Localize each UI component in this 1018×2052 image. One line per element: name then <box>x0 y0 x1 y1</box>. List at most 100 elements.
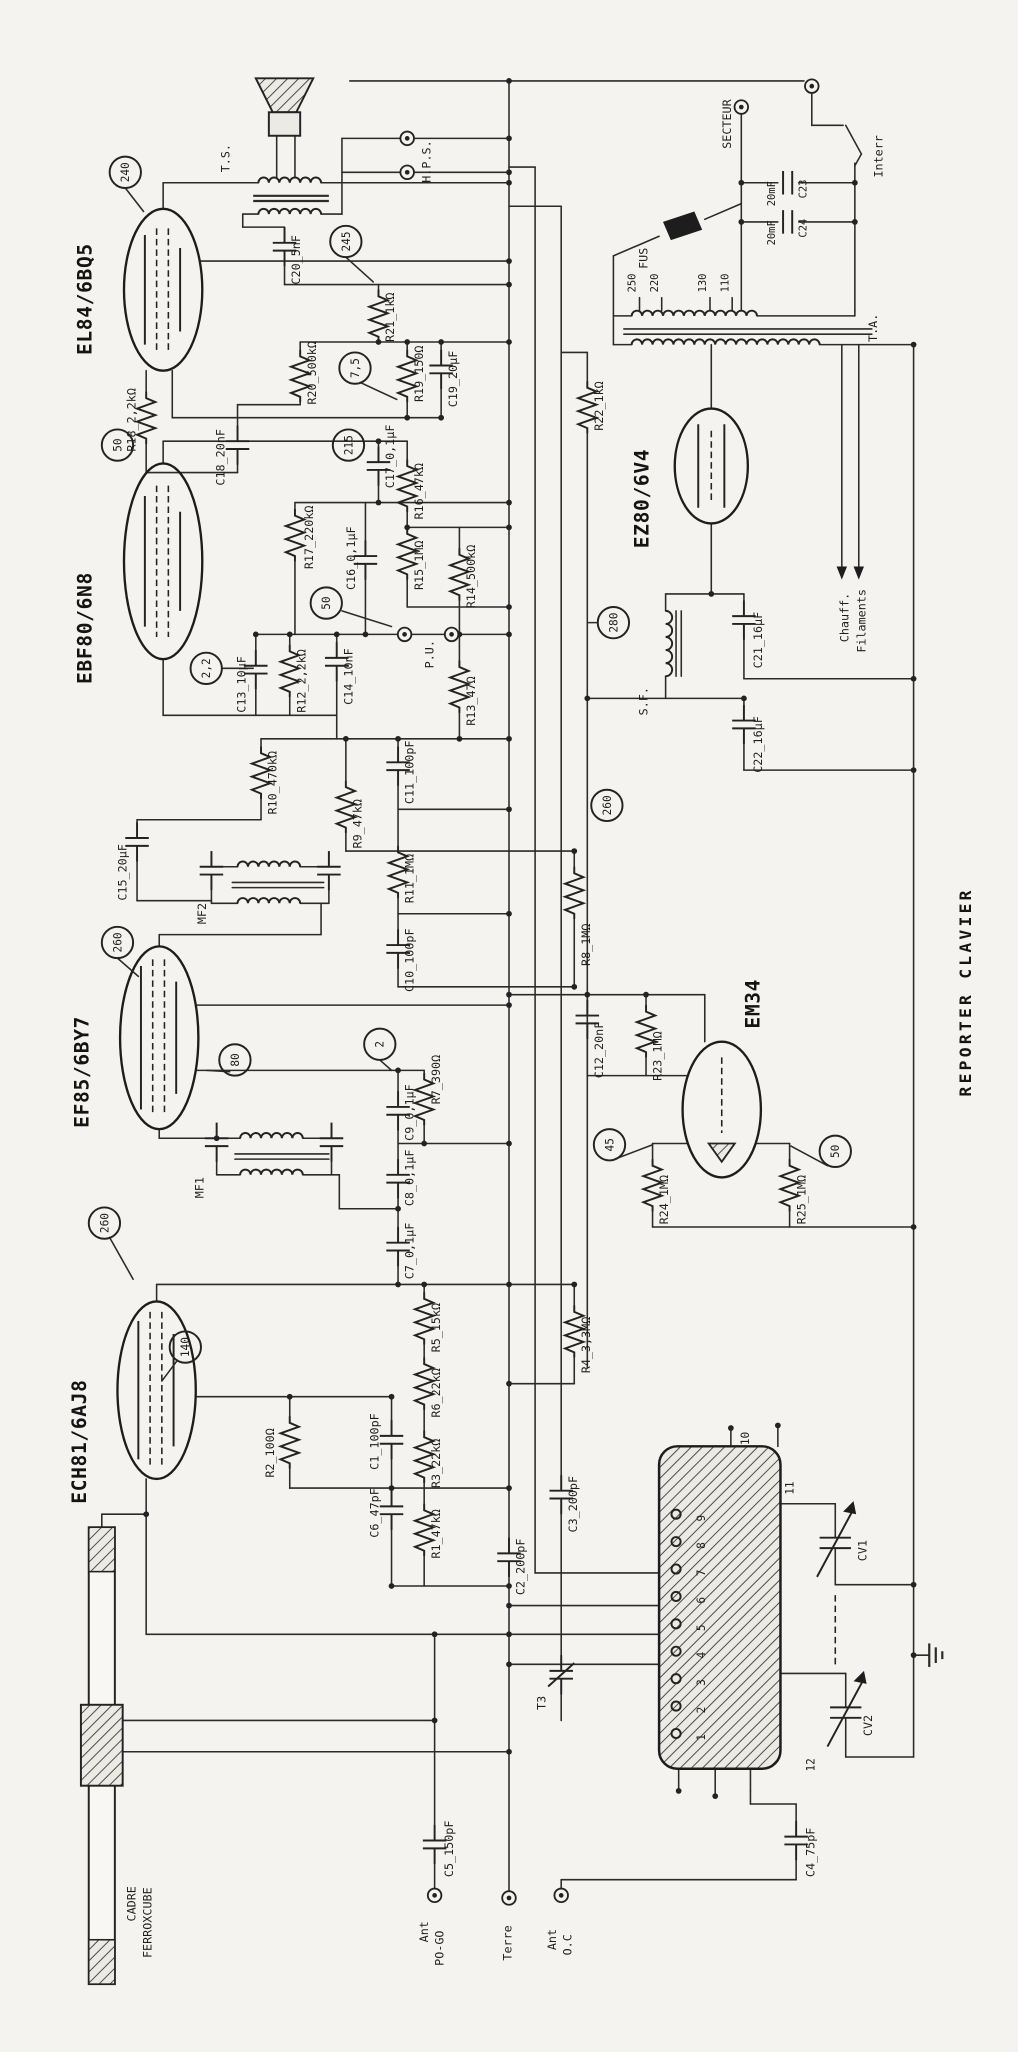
label-r10: R10_470kΩ <box>266 751 280 815</box>
label-c4: C4_75pF <box>803 1828 817 1877</box>
label-sf: S.F. <box>636 687 650 715</box>
svg-text:2: 2 <box>374 1041 387 1048</box>
label-ant-po-2: PO-GO <box>433 1931 447 1966</box>
contact-1: 1 <box>695 1734 708 1741</box>
label-r16: R16_47kΩ <box>412 463 426 520</box>
label-c23-value: 20mF <box>766 181 778 206</box>
speaker <box>254 77 315 137</box>
label-mf1: MF1 <box>193 1177 207 1198</box>
contact-12: 12 <box>804 1758 817 1771</box>
pu-terminal-2[interactable] <box>443 626 460 643</box>
label-c6: C6_47pF <box>367 1488 381 1537</box>
contact-2: 2 <box>695 1707 708 1714</box>
ant-oc-terminal[interactable] <box>553 1887 569 1904</box>
label-r15: R15_1MΩ <box>412 541 426 590</box>
contact-11: 11 <box>784 1481 797 1494</box>
cv1-variable-capacitor[interactable] <box>816 1501 857 1578</box>
label-r20: R20_500kΩ <box>305 341 319 405</box>
label-r25: R25_1MΩ <box>794 1175 808 1224</box>
tube-label-ef85: EF85/6BY7 <box>71 1016 94 1128</box>
label-r18: R18_2,2kΩ <box>125 388 139 452</box>
label-cv2: CV2 <box>861 1715 875 1736</box>
voltage-260a: 260 <box>590 788 624 823</box>
label-cadre-1: CADRE <box>125 1886 139 1921</box>
voltage-260b: 260 <box>100 925 135 960</box>
label-r2: R2_100Ω <box>263 1428 277 1477</box>
c23-capacitor <box>782 171 794 195</box>
voltage-2-2: 2,2 <box>189 651 223 685</box>
label-r23: R23_1MΩ <box>651 1031 665 1080</box>
ant-po-go-terminal[interactable] <box>426 1887 443 1904</box>
tube-label-el84: EL84/6BQ5 <box>73 243 96 355</box>
voltage-80: 80 <box>218 1043 252 1077</box>
t3-trimmer[interactable] <box>547 1654 575 1696</box>
c24-capacitor <box>782 210 794 234</box>
voltage-215: 215 <box>331 428 366 462</box>
label-r5: R5_15kΩ <box>429 1303 443 1352</box>
contact-9: 9 <box>695 1515 708 1522</box>
label-terre: Terre <box>501 1925 515 1960</box>
hps-terminal-1[interactable] <box>399 130 415 147</box>
label-r12: R12_2,2kΩ <box>294 649 308 713</box>
label-c8: C8_0,1µF <box>403 1150 417 1207</box>
svg-text:245: 245 <box>340 231 353 251</box>
label-ta: T.A. <box>866 314 880 342</box>
label-c23: C23 <box>798 180 810 199</box>
voltage-50b: 50 <box>309 586 343 620</box>
label-c5: C5_150pF <box>442 1821 456 1878</box>
svg-text:140: 140 <box>179 1337 192 1357</box>
contact-10: 10 <box>739 1432 752 1445</box>
ferrite-rod-antenna <box>79 1526 124 1986</box>
tube-label-ebf80: EBF80/6N8 <box>73 572 96 684</box>
label-c2: C2_200pF <box>514 1539 528 1596</box>
label-ant-oc-2: O.C <box>561 1934 575 1955</box>
label-ant-oc-1: Ant <box>545 1929 559 1950</box>
svg-text:7,5: 7,5 <box>349 358 362 378</box>
svg-text:2,2: 2,2 <box>200 658 213 678</box>
svg-text:240: 240 <box>119 162 132 182</box>
label-c12: C12_20nF <box>592 1022 606 1079</box>
terre-terminal[interactable] <box>501 1890 517 1906</box>
label-c22: C22_16µF <box>751 716 765 773</box>
label-filaments: Filaments <box>854 589 868 653</box>
secteur-terminal-1[interactable] <box>733 99 750 115</box>
label-r17: R17_220kΩ <box>302 506 316 570</box>
secteur-terminal-2[interactable] <box>804 78 820 94</box>
tube-em34 <box>681 1040 763 1179</box>
pu-terminal-1[interactable] <box>396 626 413 643</box>
contact-7: 7 <box>695 1570 708 1577</box>
voltage-240: 240 <box>108 155 142 189</box>
hps-terminal-2[interactable] <box>399 164 415 181</box>
contact-4: 4 <box>695 1652 708 1659</box>
output-transformer <box>253 176 329 216</box>
fuse <box>663 211 703 241</box>
label-c11: C11_100pF <box>403 740 417 804</box>
keyboard-switch[interactable] <box>657 1445 782 1770</box>
label-c10: C10_100pF <box>403 928 417 992</box>
svg-text:50: 50 <box>320 596 333 609</box>
svg-text:280: 280 <box>607 613 620 633</box>
cv2-variable-capacitor[interactable] <box>826 1670 867 1748</box>
label-c16: C16_0,1µF <box>344 526 358 590</box>
contact-3: 3 <box>695 1679 708 1686</box>
label-c7: C7_0,1µF <box>403 1223 417 1280</box>
label-r4: R4_3,3MΩ <box>579 1317 593 1374</box>
svg-text:50: 50 <box>829 1145 842 1158</box>
label-chauff: Chauff. <box>837 593 851 642</box>
label-cadre-2: FERROXCUBE <box>140 1887 154 1958</box>
label-c1: C1_100pF <box>367 1413 381 1470</box>
tube-label-em34: EM34 <box>742 979 765 1029</box>
label-c15: C15_20µF <box>116 844 130 901</box>
label-r8: R8_1MΩ <box>579 924 593 966</box>
contact-6: 6 <box>695 1597 708 1604</box>
svg-text:260: 260 <box>601 795 614 815</box>
contact-8: 8 <box>695 1542 708 1549</box>
label-ant-po-1: Ant <box>417 1921 431 1942</box>
svg-text:215: 215 <box>342 435 355 455</box>
label-r3: R3_22kΩ <box>429 1439 443 1488</box>
contact-5: 5 <box>695 1624 708 1631</box>
label-r14: R14_500kΩ <box>464 545 478 609</box>
components-layer <box>79 77 944 1986</box>
label-c14: C14_10nF <box>341 648 355 705</box>
